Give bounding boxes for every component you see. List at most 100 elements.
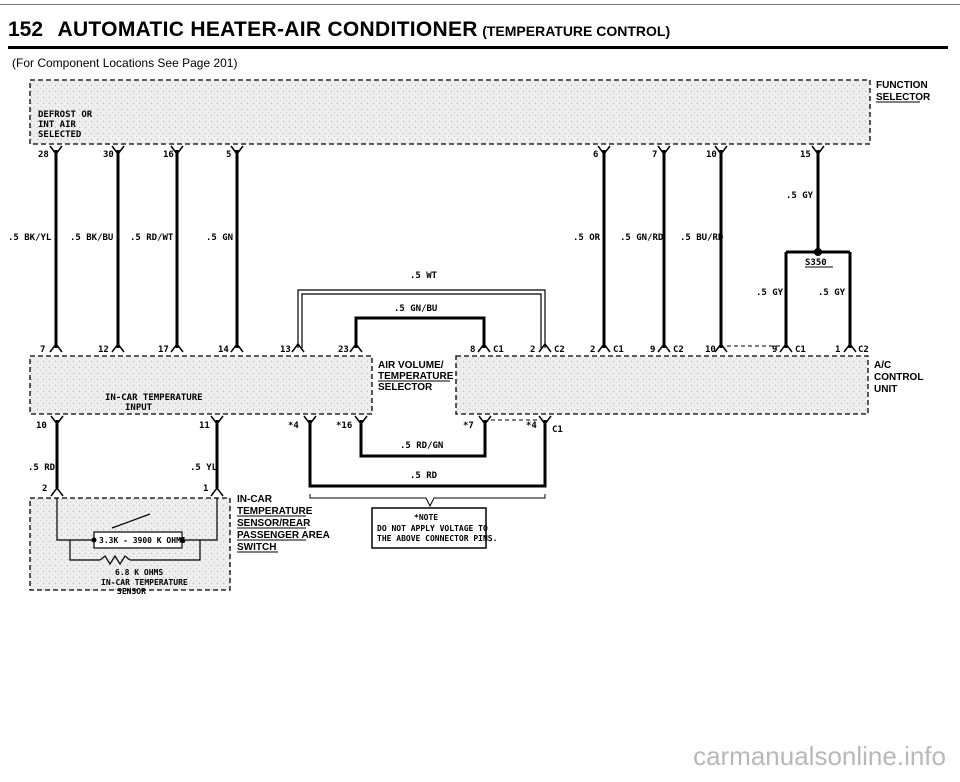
wire-label-bkyl: .5 BK/YL [8, 233, 52, 243]
note-line-2: THE ABOVE CONNECTOR PINS. [377, 534, 497, 543]
fs-pin-6: 6 [593, 150, 598, 160]
in-pin-10: 10 [36, 421, 47, 431]
function-selector-label-1: FUNCTION [876, 80, 928, 91]
ac-conn-c1-a: C1 [493, 345, 504, 355]
wire-label-rdgn: .5 RD/GN [400, 441, 443, 451]
page-subtitle: (TEMPERATURE CONTROL) [482, 23, 671, 39]
wire-group-left [54, 150, 820, 348]
sensor-terminals [50, 486, 224, 497]
incar-input-label-2: INPUT [125, 403, 153, 413]
page-number: 152 [8, 18, 44, 41]
sensor-pin-1: 1 [203, 484, 208, 494]
ac-control-box [455, 355, 869, 415]
in-pin-7: 7 [40, 345, 45, 355]
sensor-label-4: PASSENGER AREA [237, 530, 330, 541]
fs-pin-15: 15 [800, 150, 811, 160]
function-selector-inner-2: INT AIR [38, 120, 77, 130]
function-selector-inner-3: SELECTED [38, 130, 82, 140]
ac-pin-star4: *4 [526, 421, 537, 431]
sensor-label-1: IN-CAR [237, 494, 273, 505]
wire-label-rdwt: .5 RD/WT [130, 233, 174, 243]
fs-terminals [49, 145, 825, 156]
top-rule [0, 4, 960, 5]
fs-pin-7: 7 [652, 150, 657, 160]
sensor-label-5: SWITCH [237, 542, 276, 553]
note-bracket [309, 494, 546, 508]
wire-label-rd: .5 RD [28, 463, 56, 473]
sensor-resistor-1: 3.3K - 3900 K OHMS [99, 536, 186, 545]
ac-pin-9b: 9 [772, 345, 777, 355]
in-pin-13: 13 [280, 345, 291, 355]
sensor-pin-2: 2 [42, 484, 47, 494]
incar-input-box [29, 355, 373, 415]
air-volume-label-2: TEMPERATURE [378, 371, 454, 382]
page-header: 152 AUTOMATIC HEATER-AIR CONDITIONER (TE… [8, 18, 670, 42]
fs-pin-16: 16 [163, 150, 174, 160]
ac-pin-2a: 2 [530, 345, 535, 355]
ac-pin-2b: 2 [590, 345, 595, 355]
sensor-node-right [179, 537, 185, 543]
sensor-name-1: IN-CAR TEMPERATURE [101, 578, 188, 587]
in-pin-star16: *16 [336, 421, 352, 431]
fs-pin-5: 5 [226, 150, 231, 160]
wire-label-gy-left: .5 GY [756, 288, 784, 298]
splice-label: S350 [805, 258, 827, 268]
ac-control-label-1: A/C [874, 360, 891, 371]
ac-conn-c1-b: C1 [613, 345, 624, 355]
wire-label-gy-top: .5 GY [786, 191, 814, 201]
ac-pin-8: 8 [470, 345, 475, 355]
component-location-note: (For Component Locations See Page 201) [12, 56, 238, 70]
ac-conn-c2-c: C2 [858, 345, 869, 355]
wire-label-rd-loop: .5 RD [410, 471, 438, 481]
ac-conn-c2-b: C2 [673, 345, 684, 355]
header-rule [8, 46, 948, 49]
wire-label-bkbu: .5 BK/BU [70, 233, 113, 243]
air-volume-label-3: SELECTOR [378, 382, 433, 393]
wire-label-yl: .5 YL [190, 463, 218, 473]
wire-wt-loop [297, 289, 546, 348]
lower-terminals [50, 415, 552, 426]
wire-label-gnrd: .5 GN/RD [620, 233, 664, 243]
sensor-resistor-2: 6.8 K OHMS [115, 568, 163, 577]
in-pin-12: 12 [98, 345, 109, 355]
wire-label-gy-right: .5 GY [818, 288, 846, 298]
ac-conn-c1-c: C1 [795, 345, 806, 355]
wire-label-burd: .5 BU/RD [680, 233, 724, 243]
function-selector-box [29, 79, 871, 145]
air-volume-label-1: AIR VOLUME/ [378, 360, 444, 371]
incar-input-label-1: IN-CAR TEMPERATURE [105, 393, 203, 403]
function-selector-inner-1: DEFROST OR [38, 110, 93, 120]
ac-pin-10: 10 [705, 345, 716, 355]
in-pin-star4: *4 [288, 421, 299, 431]
watermark: carmanualsonline.info [693, 741, 946, 771]
fs-pin-10: 10 [706, 150, 717, 160]
fs-pin-28: 28 [38, 150, 49, 160]
note-line-1: DO NOT APPLY VOLTAGE TO [377, 524, 488, 533]
page-title: AUTOMATIC HEATER-AIR CONDITIONER [57, 18, 478, 41]
wire-gnbu-loop [354, 316, 486, 348]
in-pin-11: 11 [199, 421, 210, 431]
wire-label-wt: .5 WT [410, 271, 438, 281]
wire-label-or: .5 OR [573, 233, 601, 243]
lower-wires [55, 420, 547, 488]
ac-control-label-3: UNIT [874, 384, 897, 395]
note-title: *NOTE [414, 513, 438, 522]
mid-terminals-top [49, 342, 857, 353]
ac-pin-9a: 9 [650, 345, 655, 355]
ac-control-label-2: CONTROL [874, 372, 923, 383]
sensor-node-left [91, 537, 97, 543]
wire-wt-loop-inner [301, 293, 542, 348]
function-selector-label-2: SELECTOR [876, 92, 931, 103]
sensor-name-2: SENSOR [117, 587, 146, 596]
splice-dot [814, 248, 822, 256]
ac-pin-1: 1 [835, 345, 840, 355]
in-pin-23: 23 [338, 345, 349, 355]
in-pin-14: 14 [218, 345, 229, 355]
ac-conn-c1-d: C1 [552, 425, 563, 435]
sensor-label-3: SENSOR/REAR [237, 518, 311, 529]
fs-pin-30: 30 [103, 150, 114, 160]
wire-label-gnbu: .5 GN/BU [394, 304, 437, 314]
wire-label-gn: .5 GN [206, 233, 233, 243]
ac-pin-star7: *7 [463, 421, 474, 431]
